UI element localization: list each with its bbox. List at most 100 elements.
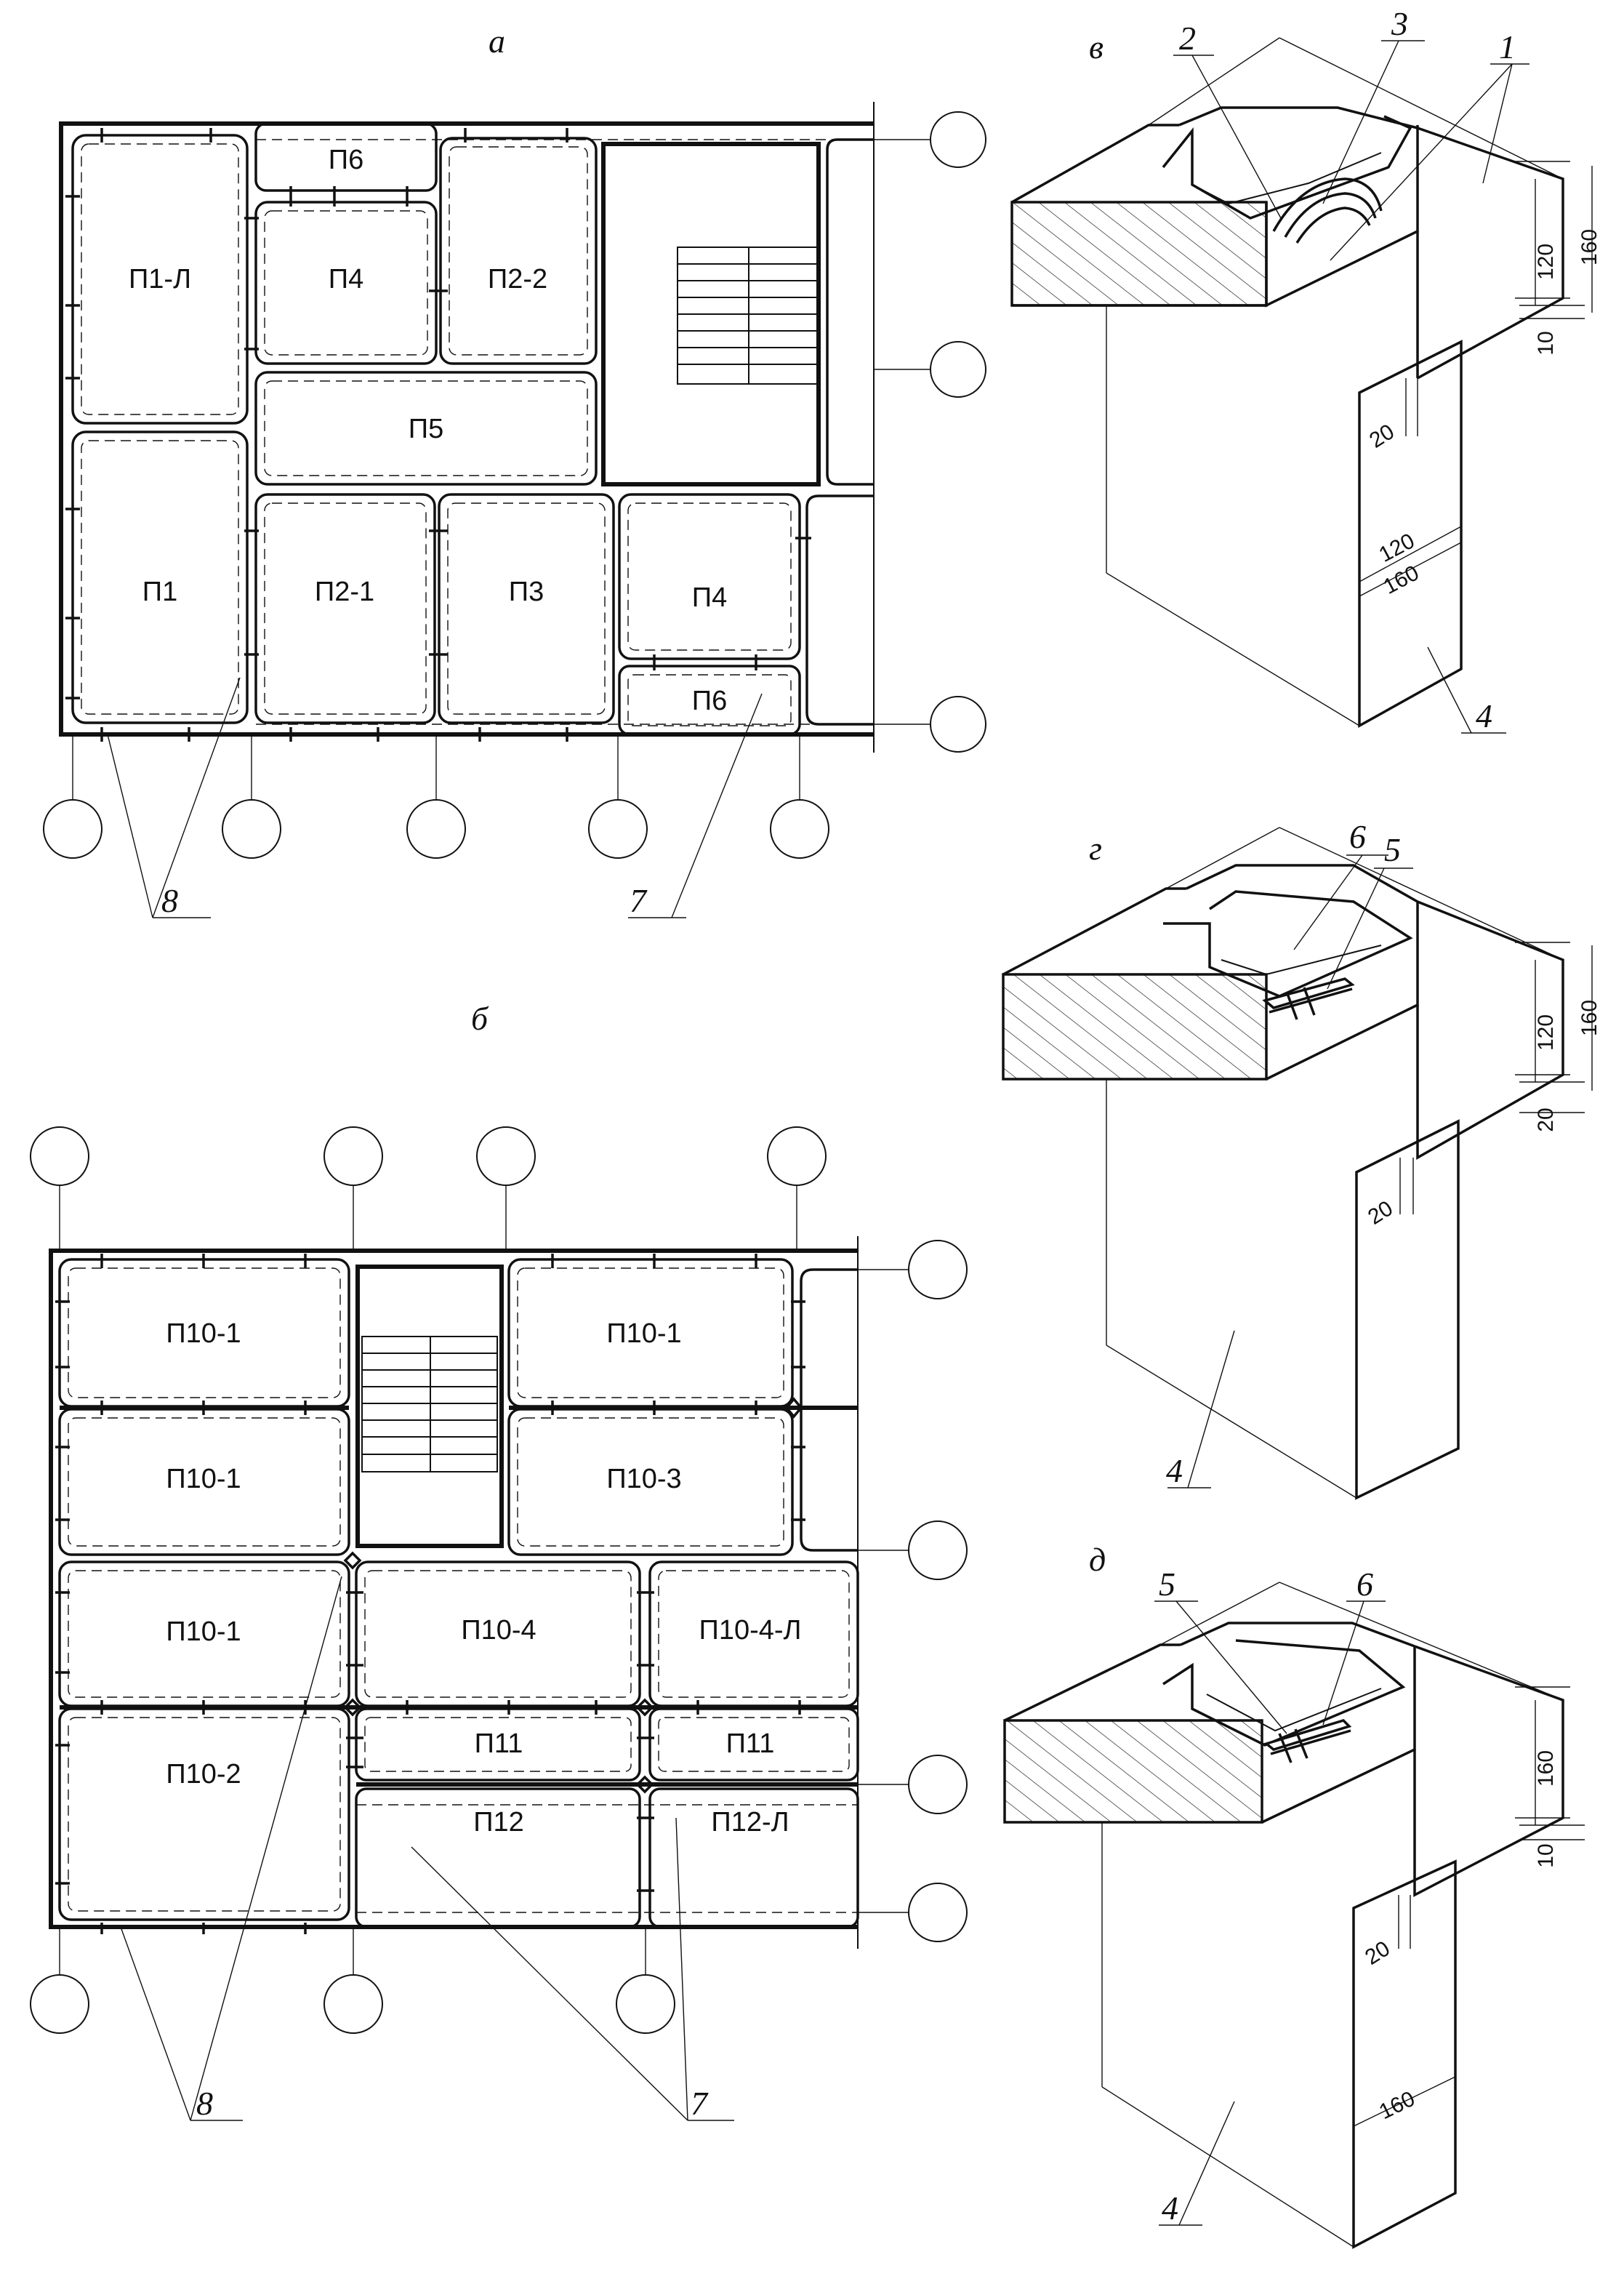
slab-left-top bbox=[1011, 124, 1179, 204]
panel-p1 bbox=[71, 430, 249, 724]
panel-label: П3 bbox=[509, 577, 544, 607]
panel-p1l bbox=[71, 134, 249, 425]
callout-4: 4 bbox=[1166, 1452, 1183, 1489]
axis-bubble bbox=[616, 1974, 675, 2034]
dim-10: 10 bbox=[1534, 1843, 1558, 1867]
axis-bubble bbox=[908, 1883, 968, 1942]
callout-3: 3 bbox=[1391, 5, 1408, 42]
plan-b-joint-diamonds bbox=[343, 1397, 803, 1794]
callout-2: 2 bbox=[1179, 20, 1196, 57]
axis-bubble bbox=[908, 1520, 968, 1580]
plan-b: б bbox=[30, 1000, 968, 2122]
axis-bubble bbox=[767, 1126, 827, 1186]
panel-label: П2-2 bbox=[488, 264, 547, 294]
plan-a-stair-flight bbox=[677, 247, 821, 385]
plan-a: а bbox=[43, 23, 986, 919]
panel-label: П4 bbox=[692, 582, 727, 613]
plan-b-stair-flight bbox=[361, 1336, 498, 1472]
recess-outline bbox=[1162, 115, 1412, 220]
axis-bubble bbox=[588, 799, 648, 859]
axis-bubble bbox=[30, 1974, 89, 2034]
dim-160-column: 160 bbox=[1375, 2087, 1418, 2125]
detail-g: г 160 120 bbox=[1002, 818, 1601, 1500]
callout-7: 7 bbox=[630, 882, 648, 919]
axis-bubble bbox=[908, 1755, 968, 1814]
panel-p2-1 bbox=[254, 493, 436, 724]
dim-160: 160 bbox=[1577, 1000, 1601, 1036]
callout-8: 8 bbox=[161, 882, 178, 919]
panel-label: П10-3 bbox=[606, 1464, 681, 1494]
figure-letter-v: в bbox=[1089, 28, 1104, 65]
callout-5: 5 bbox=[1384, 831, 1401, 868]
figure-letter-g: г bbox=[1089, 830, 1102, 867]
dim-10: 10 bbox=[1534, 331, 1558, 355]
panel-p10-2 bbox=[58, 1707, 350, 1921]
figure-letter-b: б bbox=[471, 1000, 489, 1037]
plan-b-panel-labels: П10-1 П10-1 П10-1 П10-2 П10-1 П10-3 П10-… bbox=[166, 1318, 801, 1838]
dim-20: 20 bbox=[1365, 420, 1399, 453]
callout-6: 6 bbox=[1356, 1566, 1373, 1603]
panel-label: П10-1 bbox=[166, 1464, 241, 1494]
column bbox=[1355, 1119, 1460, 1500]
dim-20: 20 bbox=[1534, 1107, 1558, 1131]
figure-letter-a: а bbox=[489, 23, 505, 60]
panel-p6-bottom bbox=[618, 665, 801, 736]
plan-a-anchor-ticks bbox=[65, 128, 811, 742]
callout-4: 4 bbox=[1476, 697, 1492, 734]
panel-label: П11 bbox=[475, 1728, 523, 1759]
slab-section-hatched bbox=[1010, 201, 1268, 307]
dim-120: 120 bbox=[1534, 1014, 1558, 1051]
panel-label: П10-4-Л bbox=[699, 1615, 802, 1646]
detail-v-extension-lines bbox=[1106, 37, 1593, 726]
detail-g-leaders bbox=[1167, 854, 1413, 1488]
panel-label: П4 bbox=[329, 264, 363, 294]
callout-4: 4 bbox=[1162, 2189, 1178, 2227]
panel-label: П1-Л bbox=[129, 264, 191, 294]
panel-label: П2-1 bbox=[315, 577, 374, 607]
panel-label: П10-1 bbox=[166, 1318, 241, 1349]
detail-d-leaders bbox=[1154, 1600, 1386, 2226]
plan-a-axes bbox=[43, 111, 986, 859]
plan-a-outline bbox=[59, 121, 874, 737]
panel-label: П1 bbox=[142, 577, 177, 607]
panel-label: П10-1 bbox=[166, 1616, 241, 1647]
plan-b-axes bbox=[30, 1126, 968, 2034]
plan-a-leaders bbox=[107, 677, 763, 918]
panel-label: П10-1 bbox=[606, 1318, 681, 1349]
weld-plate bbox=[1263, 1719, 1352, 1763]
axis-bubble bbox=[476, 1126, 536, 1186]
panel-p12l bbox=[648, 1787, 859, 1928]
plan-a-panels bbox=[71, 122, 874, 736]
panel-label: П10-2 bbox=[166, 1759, 241, 1790]
plan-a-panel-labels: П1-Л П6 П4 П2-2 П5 П1 П2-1 П3 П4 П6 bbox=[129, 145, 727, 716]
axis-bubble bbox=[908, 1240, 968, 1299]
callout-6: 6 bbox=[1349, 818, 1366, 855]
callout-1: 1 bbox=[1499, 28, 1516, 65]
axis-bubble bbox=[930, 341, 986, 398]
plan-b-stairwell bbox=[355, 1265, 504, 1548]
panel-label: П12 bbox=[473, 1807, 524, 1838]
axis-bubble bbox=[43, 799, 102, 859]
detail-v: в bbox=[1010, 5, 1601, 734]
figure-letter-d: д bbox=[1089, 1541, 1106, 1578]
detail-g-dimensions: 160 120 20 20 bbox=[1364, 1000, 1601, 1230]
axis-bubble bbox=[323, 1974, 383, 2034]
panel-label: П11 bbox=[726, 1728, 775, 1759]
plan-a-dashed-contours bbox=[81, 139, 874, 726]
recess-outline bbox=[1163, 890, 1413, 998]
panel-label: П6 bbox=[329, 145, 363, 175]
slab-section-hatched bbox=[1002, 973, 1268, 1081]
detail-g-extension-lines bbox=[1106, 827, 1593, 1499]
axis-bubble bbox=[323, 1126, 383, 1186]
callout-8: 8 bbox=[196, 2085, 213, 2122]
axis-bubble bbox=[30, 1126, 89, 1186]
axis-bubble bbox=[770, 799, 829, 859]
column bbox=[1358, 340, 1463, 728]
dim-160: 160 bbox=[1577, 229, 1601, 265]
dim-20: 20 bbox=[1361, 1936, 1394, 1970]
plan-b-leaders bbox=[120, 1576, 734, 2121]
panel-p2-2 bbox=[439, 137, 598, 365]
detail-d: д 160 10 bbox=[1003, 1541, 1585, 2249]
panel-p12 bbox=[355, 1787, 641, 1928]
